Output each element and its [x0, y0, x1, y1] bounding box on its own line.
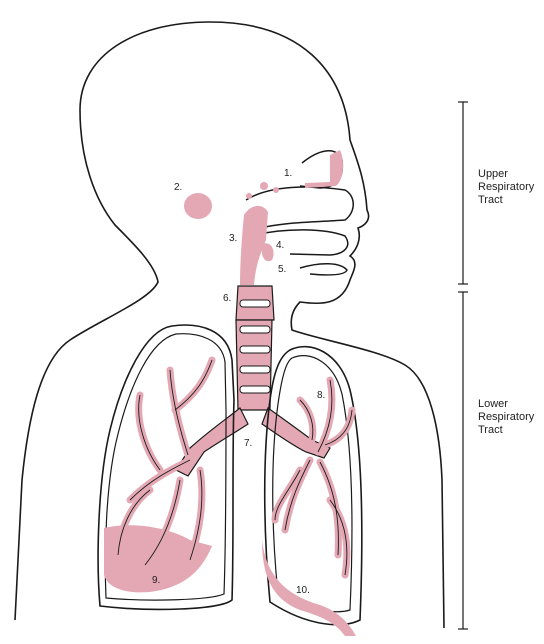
sinus-dot-2 — [273, 187, 279, 193]
right-bronchial-tree — [275, 380, 352, 575]
lower-label-line-3: Tract — [478, 424, 534, 437]
lower-label-line-2: Respiratory — [478, 411, 534, 424]
marker-2: 2. — [174, 183, 182, 193]
marker-9: 9. — [152, 576, 160, 586]
sinus-dot-3 — [246, 193, 252, 199]
marker-4: 4. — [276, 241, 284, 251]
mouth-lower — [300, 264, 347, 275]
lower-tract-bracket — [458, 292, 468, 629]
lower-respiratory-tract-label: Lower Respiratory Tract — [478, 398, 534, 437]
marker-7: 7. — [244, 439, 252, 449]
marker-5: 5. — [278, 265, 286, 275]
upper-respiratory-tract-label: Upper Respiratory Tract — [478, 168, 534, 207]
tonsil-tissue — [262, 243, 274, 261]
upper-label-line-1: Upper — [478, 168, 534, 181]
upper-label-line-2: Respiratory — [478, 181, 534, 194]
nasal-tissue — [305, 150, 343, 188]
upper-tract-bracket — [458, 102, 468, 284]
marker-10: 10. — [296, 586, 310, 596]
sinus-dot-1 — [260, 182, 268, 190]
adenoid-tissue — [184, 193, 212, 219]
lower-label-line-1: Lower — [478, 398, 534, 411]
right-lung-inner — [273, 356, 352, 612]
marker-8: 8. — [317, 391, 325, 401]
marker-1: 1. — [284, 169, 292, 179]
marker-6: 6. — [223, 294, 231, 304]
upper-label-line-3: Tract — [478, 194, 534, 207]
marker-3: 3. — [229, 234, 237, 244]
